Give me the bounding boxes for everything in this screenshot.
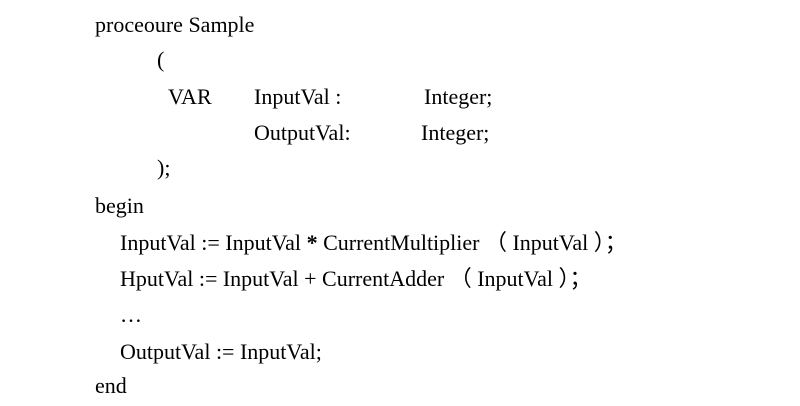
end-keyword: end [95, 373, 127, 398]
ellipsis: … [120, 302, 142, 327]
statement-multiply-lhs: InputVal := InputVal [120, 230, 307, 255]
statement-multiply-rhs: CurrentMultiplier （ InputVal ）； [317, 230, 627, 255]
close-paren: ); [157, 155, 171, 180]
statement-output: OutputVal := InputVal; [120, 339, 322, 364]
begin-keyword: begin [95, 193, 144, 218]
procedure-header: proceoure Sample [95, 12, 255, 37]
multiply-operator: * [306, 230, 318, 255]
param-inputval: InputVal : [254, 84, 342, 109]
statement-multiply: InputVal := InputVal * CurrentMultiplier… [120, 230, 627, 256]
var-keyword: VAR [168, 84, 212, 109]
param-inputval-type: Integer; [424, 84, 493, 109]
open-paren: ( [157, 47, 165, 72]
statement-add: HputVal := InputVal + CurrentAdder （ Inp… [120, 266, 592, 291]
param-outputval: OutputVal: [254, 120, 351, 145]
param-outputval-type: Integer; [421, 120, 490, 145]
